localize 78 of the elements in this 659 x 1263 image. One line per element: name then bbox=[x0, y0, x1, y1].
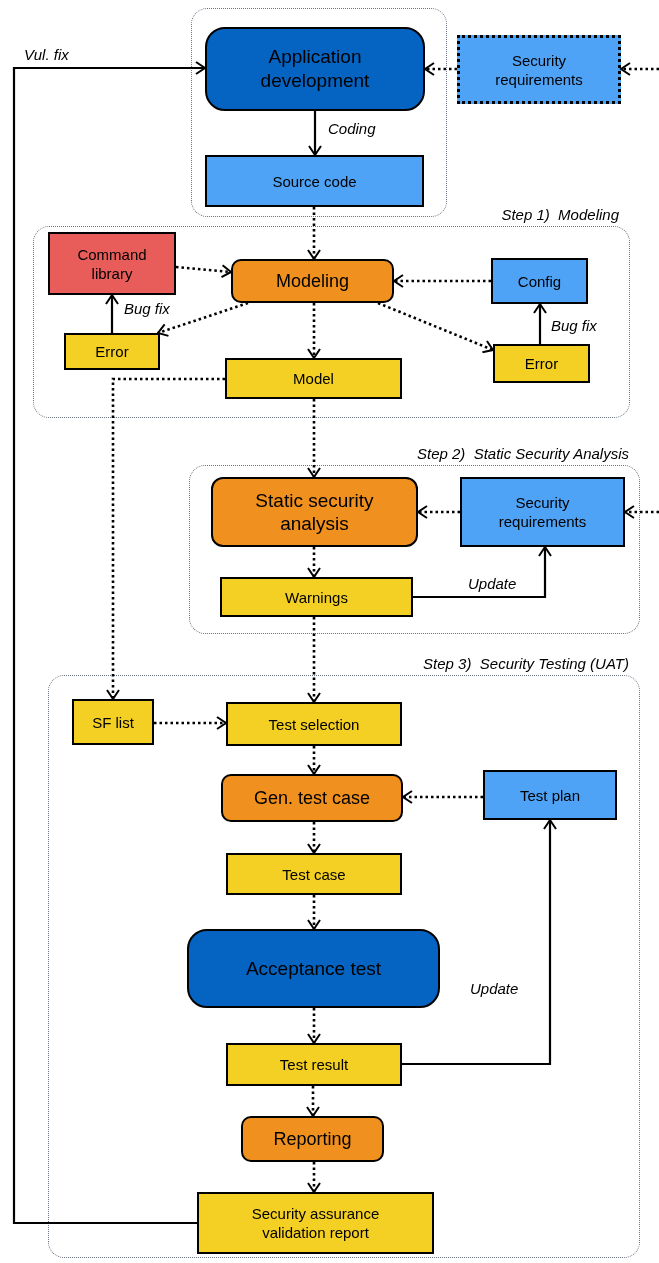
data-box bbox=[457, 35, 621, 104]
dotted-arrow bbox=[307, 822, 321, 854]
dotted-arrow bbox=[307, 207, 321, 260]
edge-label: Bug fix bbox=[549, 317, 599, 335]
dotted-arrow bbox=[307, 617, 321, 703]
edge-label: Update bbox=[466, 575, 519, 593]
process-box bbox=[241, 1116, 384, 1162]
box-label: Test plan bbox=[518, 785, 581, 805]
dotted-arrow bbox=[402, 790, 483, 804]
dotted-arrow bbox=[307, 746, 321, 775]
dotted-arrow bbox=[307, 303, 321, 359]
data-box bbox=[491, 258, 588, 304]
dotted-arrow bbox=[424, 62, 457, 76]
box-label: Acceptance test bbox=[244, 956, 383, 981]
box-label: Error bbox=[94, 342, 130, 361]
dotted-arrow bbox=[307, 895, 321, 930]
arrow bbox=[12, 61, 206, 1225]
process-box bbox=[187, 929, 440, 1008]
dotted-arrow bbox=[157, 301, 249, 337]
box-label: Source code bbox=[271, 171, 358, 191]
box-label: Gen. test case bbox=[252, 787, 372, 809]
data-box bbox=[226, 702, 402, 746]
data-box bbox=[226, 1043, 402, 1086]
dotted-arrow bbox=[417, 505, 460, 519]
box-label: Test result bbox=[278, 1055, 350, 1074]
dotted-arrow bbox=[307, 399, 321, 478]
dotted-arrow bbox=[307, 1008, 321, 1044]
box-label: Error bbox=[523, 354, 560, 373]
data-box bbox=[226, 853, 402, 895]
box-label: Modeling bbox=[274, 270, 350, 292]
data-box bbox=[205, 155, 424, 207]
arrow bbox=[533, 303, 547, 344]
process-box bbox=[231, 259, 394, 303]
box-label: Application development bbox=[259, 45, 371, 93]
dotted-arrow bbox=[624, 505, 659, 519]
process-box bbox=[211, 477, 418, 547]
dotted-arrow bbox=[154, 716, 227, 730]
dotted-arrow bbox=[377, 301, 494, 354]
dotted-arrow bbox=[307, 547, 321, 578]
arrow bbox=[402, 819, 557, 1066]
box-label: Command library bbox=[76, 244, 148, 283]
data-box bbox=[220, 577, 413, 617]
dotted-arrow bbox=[175, 264, 232, 279]
data-box bbox=[460, 477, 625, 547]
box-label: Config bbox=[516, 271, 563, 291]
process-box bbox=[205, 27, 425, 111]
group-heading: Step 2) Static Security Analysis bbox=[416, 444, 629, 464]
box-label: Model bbox=[292, 369, 335, 388]
dotted-arrow bbox=[393, 274, 491, 288]
data-box bbox=[64, 333, 160, 370]
box-label: Static security analysis bbox=[254, 489, 375, 535]
data-box bbox=[493, 344, 590, 383]
data-box bbox=[225, 358, 402, 399]
group-heading: Step 1) Modeling bbox=[501, 205, 619, 225]
process-box bbox=[221, 774, 403, 822]
arrow bbox=[308, 111, 322, 156]
box-label: Security requirements bbox=[497, 493, 588, 531]
edge-label: Update bbox=[468, 980, 521, 998]
edge-label: Coding bbox=[326, 120, 378, 138]
box-label: Warnings bbox=[284, 587, 349, 607]
box-label: Security assurance validation report bbox=[250, 1204, 381, 1242]
dotted-arrow bbox=[306, 1086, 320, 1117]
data-box bbox=[48, 232, 176, 295]
dotted-arrow bbox=[620, 62, 659, 76]
arrow bbox=[105, 294, 119, 333]
box-label: Reporting bbox=[272, 1128, 353, 1150]
data-box bbox=[483, 770, 617, 820]
edge-label: Bug fix bbox=[122, 300, 172, 318]
box-label: SF list bbox=[91, 712, 135, 732]
data-box bbox=[197, 1192, 434, 1254]
box-label: Test selection bbox=[267, 714, 361, 734]
dotted-arrow bbox=[307, 1162, 321, 1193]
dotted-arrow bbox=[106, 377, 225, 700]
data-box bbox=[72, 699, 154, 745]
group-heading: Step 3) Security Testing (UAT) bbox=[423, 654, 629, 674]
arrow bbox=[413, 546, 552, 599]
box-label: Test case bbox=[281, 864, 347, 884]
box-label: Security requirements bbox=[494, 50, 584, 89]
